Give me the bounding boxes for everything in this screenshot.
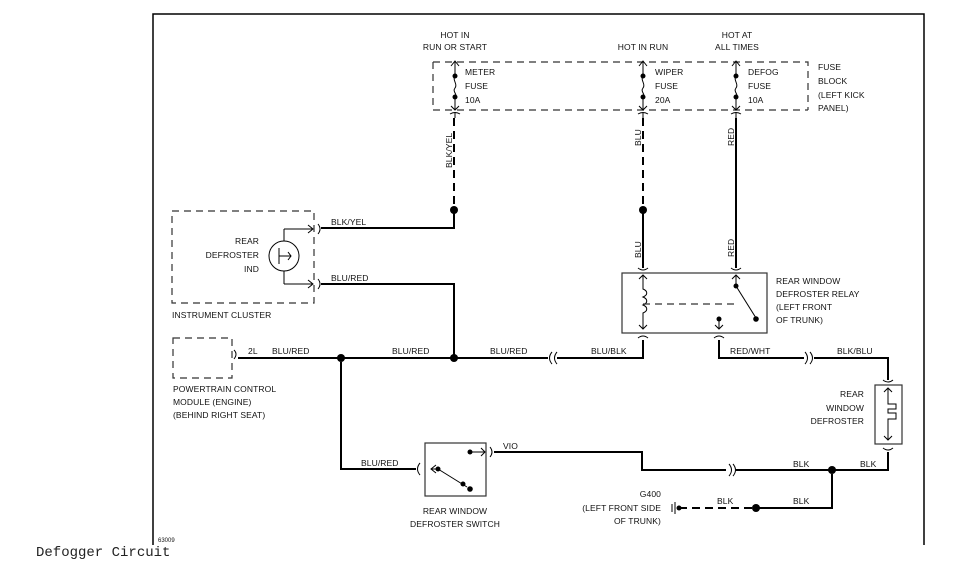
fuse-name: DEFOG: [748, 67, 779, 77]
power-source-meter: HOT IN RUN OR START: [423, 30, 487, 52]
wire-label: BLK/YEL: [444, 133, 454, 168]
fuse-block-label: FUSE BLOCK (LEFT KICK PANEL): [818, 62, 865, 113]
wire-label: BLK: [793, 459, 810, 469]
power-label-line1: HOT AT: [722, 30, 753, 40]
fuse-defog: DEFOG FUSE 10A: [730, 60, 779, 118]
splice-dot: [337, 354, 345, 362]
pcm-label: MODULE (ENGINE): [173, 397, 252, 407]
fuse-type: FUSE: [465, 81, 488, 91]
relay-label: (LEFT FRONT: [776, 302, 832, 312]
wire-label: BLK: [793, 496, 810, 506]
ground-icon: [671, 502, 682, 514]
splice-dot: [450, 206, 458, 214]
splice-dot: [828, 466, 836, 474]
fuse-meter: METER FUSE 10A: [449, 60, 495, 118]
fuse-block-label-line: PANEL): [818, 103, 849, 113]
defroster-label: WINDOW: [826, 403, 864, 413]
wire-blu-blk: [557, 340, 644, 359]
instrument-cluster-label: INSTRUMENT CLUSTER: [172, 310, 271, 320]
fuse-rating: 10A: [748, 95, 764, 105]
wire-blk-defroster: [736, 452, 889, 471]
indicator-label: DEFROSTER: [206, 250, 259, 260]
connector-icon: [804, 351, 813, 365]
relay-coil-icon: [638, 274, 648, 330]
wire-label: VIO: [503, 441, 518, 451]
ground-label-line: G400: [640, 489, 661, 499]
indicator-label: REAR: [235, 236, 259, 246]
fuse-type: FUSE: [655, 81, 678, 91]
relay-label: REAR WINDOW: [776, 276, 840, 286]
instrument-cluster-box: [171, 210, 315, 304]
relay-label: DEFROSTER RELAY: [776, 289, 860, 299]
wire-blk-yel-horizontal: [321, 212, 455, 229]
rear-window-defroster: REAR WINDOW DEFROSTER: [811, 379, 903, 451]
fuse-name: METER: [465, 67, 495, 77]
wire-label: BLU: [633, 129, 643, 146]
fuse-name: WIPER: [655, 67, 683, 77]
wire-label: BLU: [633, 241, 643, 258]
fuse-block-border-bottom: [432, 62, 808, 111]
wire-blu-red-switch: [340, 362, 416, 470]
switch-label: REAR WINDOW: [423, 506, 487, 516]
wire-label: BLK: [860, 459, 877, 469]
pcm-label: (BEHIND RIGHT SEAT): [173, 410, 265, 420]
wire-blu-red-cluster: [321, 283, 455, 355]
wire-label: BLU/RED: [361, 458, 399, 468]
wire-label: RED/WHT: [730, 346, 770, 356]
power-source-wiper: HOT IN RUN: [618, 42, 668, 52]
defroster-switch: REAR WINDOW DEFROSTER SWITCH: [410, 442, 500, 529]
indicator-label: IND: [244, 264, 259, 274]
wire-label: BLK/YEL: [331, 217, 366, 227]
power-label-line2: ALL TIMES: [715, 42, 759, 52]
fuse-rating: 20A: [655, 95, 671, 105]
diagram-caption: Defogger Circuit: [36, 545, 171, 561]
fuse-wiper: WIPER FUSE 20A: [637, 60, 683, 118]
defroster-label: DEFROSTER: [811, 416, 864, 426]
connector-icon: [549, 351, 558, 365]
pin-label: 2L: [248, 346, 258, 356]
fuse-block-border-top: [433, 61, 809, 110]
switch-label: DEFROSTER SWITCH: [410, 519, 500, 529]
defroster-grid-icon: [883, 387, 897, 441]
wire-blk-ground: [759, 474, 833, 509]
power-source-defog: HOT AT ALL TIMES: [715, 30, 759, 52]
ground-label: G400 (LEFT FRONT SIDE OF TRUNK): [582, 489, 661, 526]
powertrain-control-module: POWERTRAIN CONTROL MODULE (ENGINE) (BEHI…: [172, 337, 276, 420]
wire-vio: [494, 451, 726, 471]
defroster-label: REAR: [840, 389, 864, 399]
pcm-label: POWERTRAIN CONTROL: [173, 384, 276, 394]
ground-label-line: OF TRUNK): [614, 516, 661, 526]
wire-label: BLU/RED: [490, 346, 528, 356]
wire-blk-blu: [814, 357, 889, 380]
fuse-type: FUSE: [748, 81, 771, 91]
fuse-block-label-line: BLOCK: [818, 76, 848, 86]
splice-dot: [450, 354, 458, 362]
wire-label: BLK: [717, 496, 734, 506]
figure-id: 63009: [158, 538, 175, 544]
diagram-frame: [152, 13, 925, 545]
connector-icon: [728, 463, 736, 477]
wire-label: BLU/BLK: [591, 346, 627, 356]
pcm-box: [172, 337, 233, 379]
wire-label: BLU/RED: [392, 346, 430, 356]
relay-box: [621, 272, 768, 334]
wire-label: BLU/RED: [331, 273, 369, 283]
power-label-line1: HOT IN: [440, 30, 469, 40]
fuse-block-label-line: FUSE: [818, 62, 841, 72]
wire-label: RED: [726, 239, 736, 257]
wire-label: BLK/BLU: [837, 346, 873, 356]
wire-label: BLU/RED: [272, 346, 310, 356]
wire-label: RED: [726, 128, 736, 146]
relay-label: OF TRUNK): [776, 315, 823, 325]
defroster-relay: REAR WINDOW DEFROSTER RELAY (LEFT FRONT …: [621, 267, 860, 339]
instrument-cluster: REAR DEFROSTER IND INSTRUMENT CLUSTER: [171, 210, 321, 320]
power-label-line2: RUN OR START: [423, 42, 487, 52]
ground-label-line: (LEFT FRONT SIDE: [582, 503, 661, 513]
splice-dot: [639, 206, 647, 214]
fuse-rating: 10A: [465, 95, 481, 105]
wire-red-wht: [718, 340, 804, 359]
fuse-block-label-line: (LEFT KICK: [818, 90, 865, 100]
splice-dot: [752, 504, 760, 512]
